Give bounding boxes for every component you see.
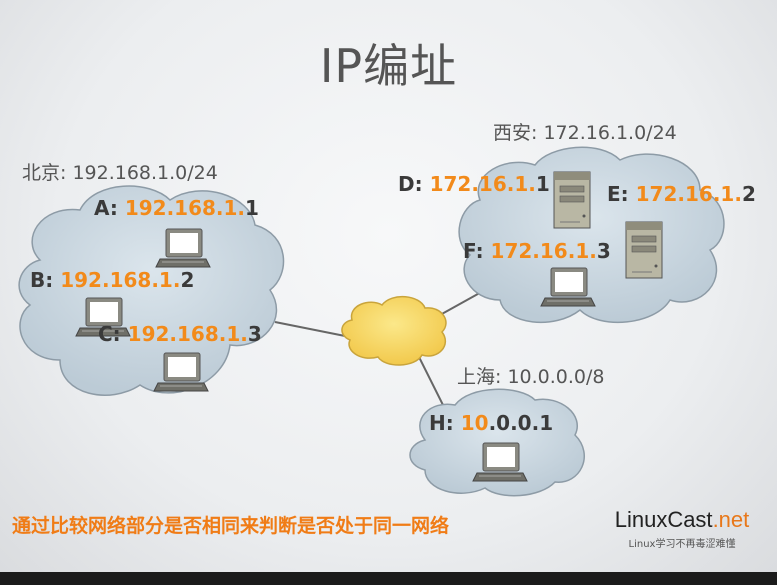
xian-network-label: 西安: 172.16.1.0/24: [493, 122, 677, 144]
host-e-network-part: 172.16.1.: [635, 182, 742, 206]
host-c-host-part: 3: [247, 322, 262, 346]
link-beijing-internet: [274, 321, 351, 338]
host-h-address: H: 10.0.0.1: [429, 411, 553, 435]
host-d-key: D:: [398, 172, 423, 196]
host-f-host-part: 3: [596, 239, 611, 263]
host-a-network-part: 192.168.1.: [124, 196, 246, 220]
beijing-network-label: 北京: 192.168.1.0/24: [22, 162, 218, 184]
host-c-address: C: 192.168.1.3: [98, 322, 262, 346]
bottom-bar: [0, 572, 777, 585]
host-c-network-part: 192.168.1.: [127, 322, 248, 346]
link-xian-internet: [439, 289, 486, 316]
bottom-note: 通过比较网络部分是否相同来判断是否处于同一网络: [12, 515, 450, 537]
host-d-host-part: 1: [535, 172, 550, 196]
logo-tagline: Linux学习不再毒涩难懂: [628, 539, 736, 550]
host-b-network-part: 192.168.1.: [60, 268, 181, 292]
shanghai-network-label: 上海: 10.0.0.0/8: [457, 366, 605, 388]
host-a-host-part: 1: [245, 196, 259, 220]
host-b-key: B:: [30, 268, 54, 292]
link-shanghai-internet: [417, 354, 448, 414]
internet-cloud: [341, 296, 447, 366]
page-title: IP编址: [319, 39, 458, 93]
host-c-key: C:: [98, 322, 121, 346]
host-a-key: A:: [94, 196, 118, 220]
logo-main-text: LinuxCast: [614, 507, 713, 532]
host-b-address: B: 192.168.1.2: [30, 268, 194, 292]
host-h-network-part: 10: [460, 411, 489, 435]
host-f-key: F:: [463, 239, 484, 263]
host-a-address: A: 192.168.1.1: [94, 196, 259, 220]
beijing-cloud: [18, 185, 285, 396]
host-d-network-part: 172.16.1.: [429, 172, 536, 196]
server-e-icon: [625, 221, 663, 279]
host-e-key: E:: [607, 182, 629, 206]
host-h-key: H:: [429, 411, 454, 435]
host-f-address: F: 172.16.1.3: [463, 239, 611, 263]
host-b-host-part: 2: [180, 268, 195, 292]
host-e-host-part: 2: [741, 182, 756, 206]
host-e-address: E: 172.16.1.2: [607, 182, 756, 206]
host-f-network-part: 172.16.1.: [490, 239, 597, 263]
xian-cloud: [458, 146, 725, 323]
host-d-address: D: 172.16.1.1: [398, 172, 550, 196]
host-h-host-part: .0.0.1: [488, 411, 554, 435]
server-d-icon: [553, 171, 591, 229]
logo-accent-text: .net: [712, 507, 750, 532]
linuxcast-logo: LinuxCast.net Linux学习不再毒涩难懂: [602, 507, 762, 550]
